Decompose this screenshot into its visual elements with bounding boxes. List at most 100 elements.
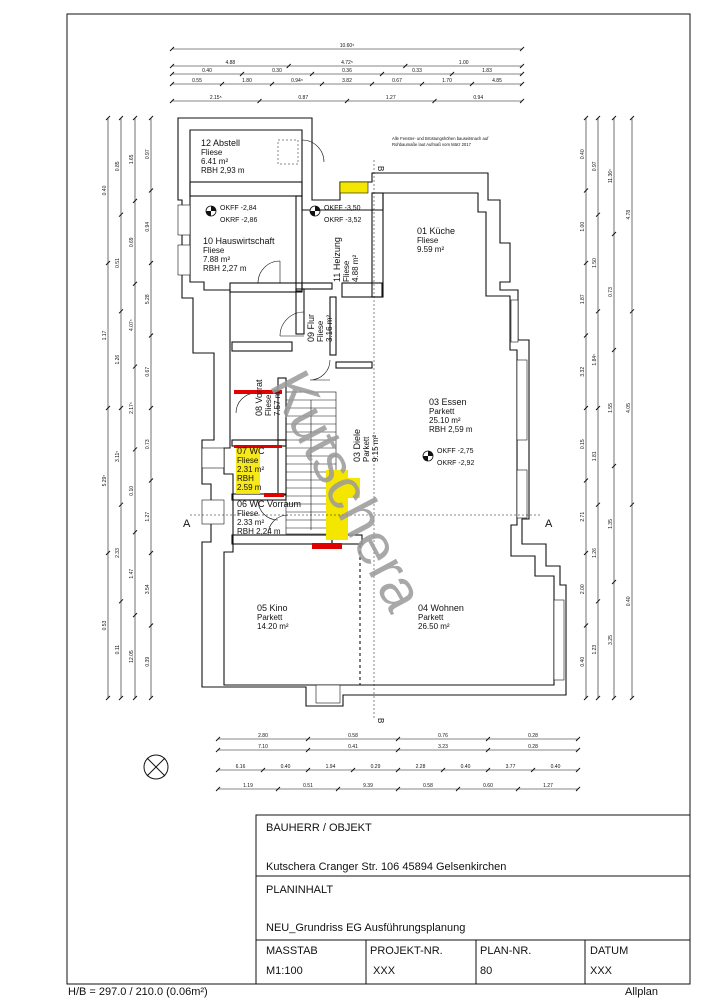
dimension-label-top: 0.33 bbox=[412, 68, 422, 74]
dimension-tick bbox=[629, 308, 635, 314]
dimension-tick bbox=[455, 786, 461, 792]
dimension-tick bbox=[148, 478, 154, 483]
masstab-value: M1:100 bbox=[266, 965, 303, 977]
dimension-tick bbox=[148, 260, 154, 266]
dimension-tick bbox=[105, 115, 111, 121]
footer-format: H/B = 297.0 / 210.0 (0.06m²) bbox=[68, 986, 208, 998]
doors bbox=[235, 139, 331, 536]
dimension-tick bbox=[519, 71, 525, 77]
level-a-okrf: OKRF -2,86 bbox=[220, 217, 257, 224]
planinhalt-value: NEU_Grundriss EG Ausführungsplanung bbox=[266, 922, 466, 934]
dimension-tick bbox=[215, 747, 221, 753]
dimension-label-right: 0.73 bbox=[608, 287, 614, 297]
dimension-label-bottom: 9.39 bbox=[363, 783, 373, 789]
dimension-lines bbox=[105, 46, 635, 792]
dimension-label-left: 0.40 bbox=[102, 185, 108, 195]
bauherr-label: BAUHERR / OBJEKT bbox=[266, 822, 372, 834]
dimension-label-left: 12.05 bbox=[129, 650, 135, 663]
level-symbol-a bbox=[205, 205, 217, 217]
dimension-label-bottom: 0.41 bbox=[348, 744, 358, 750]
dimension-tick bbox=[595, 212, 601, 218]
dimension-label-right: 1.84⁵ bbox=[592, 354, 598, 366]
wall-vorrat-n bbox=[231, 341, 293, 352]
dimension-label-top: 0.67 bbox=[392, 78, 402, 84]
dimension-tick bbox=[132, 281, 138, 287]
dimension-label-top: 0.94⁵ bbox=[291, 78, 303, 84]
dimension-label-top: 1.70 bbox=[442, 78, 452, 84]
outer-wall-inner bbox=[189, 129, 555, 686]
window-e4 bbox=[553, 599, 565, 681]
dimension-label-top: 10.60⁵ bbox=[340, 43, 355, 49]
dimension-tick bbox=[583, 623, 589, 628]
section-a-right: A bbox=[545, 518, 553, 530]
dimension-tick bbox=[469, 81, 475, 87]
dimension-label-right: 2.71 bbox=[580, 512, 586, 522]
dimension-tick bbox=[105, 405, 111, 411]
dimension-tick bbox=[132, 612, 138, 618]
room-11-label: 11 HeizungFliese4.88 m² bbox=[332, 237, 360, 282]
dimension-label-right: 3.25 bbox=[608, 635, 614, 645]
dimension-label-top: 0.30 bbox=[272, 68, 282, 74]
dimension-tick bbox=[239, 71, 245, 77]
dimension-label-bottom: 0.60 bbox=[483, 783, 493, 789]
room-08-label: 08 VorratFliese7.57 m² bbox=[254, 379, 282, 416]
dimension-label-left: 0.10 bbox=[129, 486, 135, 496]
dimension-tick bbox=[485, 747, 491, 753]
dimension-label-bottom: 3.77 bbox=[506, 764, 516, 770]
bauherr-value: Kutschera Cranger Str. 106 45894 Gelsenk… bbox=[266, 861, 507, 873]
dimension-tick bbox=[395, 786, 401, 792]
stair-outline bbox=[285, 391, 337, 535]
dimension-tick bbox=[449, 71, 455, 77]
planinhalt-label: PLANINHALT bbox=[266, 884, 334, 896]
dimension-label-bottom: 0.28 bbox=[528, 733, 538, 739]
dimension-label-left: 1.26 bbox=[115, 355, 121, 365]
dimension-tick bbox=[583, 550, 589, 556]
dimension-tick bbox=[485, 767, 491, 773]
dimension-label-bottom: 3.23 bbox=[438, 744, 448, 750]
dimension-tick bbox=[575, 736, 581, 742]
window-s1 bbox=[315, 684, 341, 704]
dimension-tick bbox=[530, 767, 536, 773]
highlight-yellow-top bbox=[339, 181, 369, 194]
dimension-tick bbox=[350, 767, 356, 773]
dimension-label-left: 0.85 bbox=[115, 161, 121, 171]
dimension-label-bottom: 2.80 bbox=[258, 733, 268, 739]
dimension-tick bbox=[583, 478, 589, 483]
wall-wc-e bbox=[277, 439, 287, 496]
dimension-label-right: 1.00 bbox=[580, 222, 586, 232]
highlight-yellow-wc bbox=[236, 446, 260, 494]
dimension-tick bbox=[335, 786, 341, 792]
dimension-tick bbox=[132, 447, 138, 452]
dimension-tick bbox=[305, 747, 311, 753]
dimension-tick bbox=[344, 98, 350, 104]
dimension-tick bbox=[118, 308, 124, 314]
dimension-tick bbox=[519, 81, 525, 87]
dimension-label-top: 0.94 bbox=[473, 95, 483, 101]
dimension-tick bbox=[395, 767, 401, 773]
dimension-tick bbox=[419, 81, 425, 87]
wall-vorraum-s bbox=[231, 534, 333, 545]
dimension-tick bbox=[105, 260, 111, 266]
north-arrow-icon bbox=[143, 754, 169, 780]
dimension-label-top: 3.82 bbox=[342, 78, 352, 84]
dimension-label-top: 0.36 bbox=[342, 68, 352, 74]
wall-flur-e bbox=[329, 296, 337, 356]
dimension-tick bbox=[169, 63, 175, 69]
dashed-box-abstell bbox=[277, 139, 299, 165]
dimension-tick bbox=[575, 767, 581, 773]
window-e2 bbox=[516, 359, 528, 441]
projekt-label: PROJEKT-NR. bbox=[370, 945, 443, 957]
window-w4 bbox=[201, 499, 225, 525]
dimension-label-top: 4.85 bbox=[492, 78, 502, 84]
section-b-bottom: B bbox=[376, 718, 385, 723]
highlight-yellow-stair2 bbox=[346, 478, 360, 498]
dimension-tick bbox=[132, 364, 138, 369]
dimension-label-right: 1.50 bbox=[592, 258, 598, 268]
dimension-label-left: 0.51 bbox=[115, 258, 121, 268]
dimension-tick bbox=[583, 188, 589, 193]
dimension-tick bbox=[395, 747, 401, 753]
level-c-okff: OKFF -2,75 bbox=[437, 448, 474, 455]
